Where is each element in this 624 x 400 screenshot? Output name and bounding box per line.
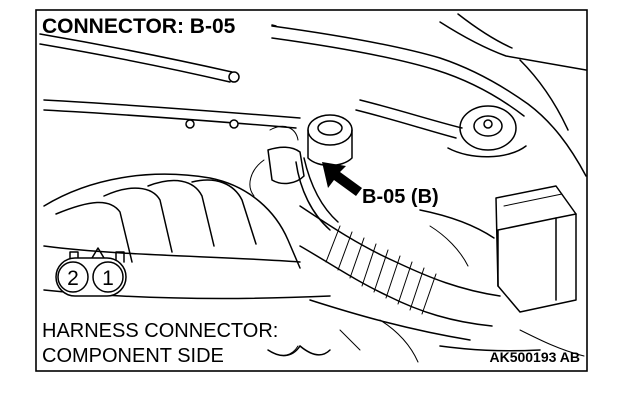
connector-pin-1: 1 (102, 267, 114, 290)
connector-pin-2: 2 (67, 267, 79, 290)
diagram-frame (35, 9, 588, 372)
engine-bay-illustration (39, 13, 587, 363)
image-code: AK500193 AB (489, 349, 580, 365)
caption-leader-line (271, 345, 299, 356)
arrow-icon (322, 162, 362, 196)
title-leader-line (271, 24, 277, 27)
callout-label: B-05 (B) (362, 186, 439, 208)
caption-line-1: HARNESS CONNECTOR: (42, 320, 278, 342)
connector-icon (55, 247, 127, 297)
diagram-title: CONNECTOR: B-05 (42, 15, 236, 38)
caption-line-2: COMPONENT SIDE (42, 345, 224, 367)
